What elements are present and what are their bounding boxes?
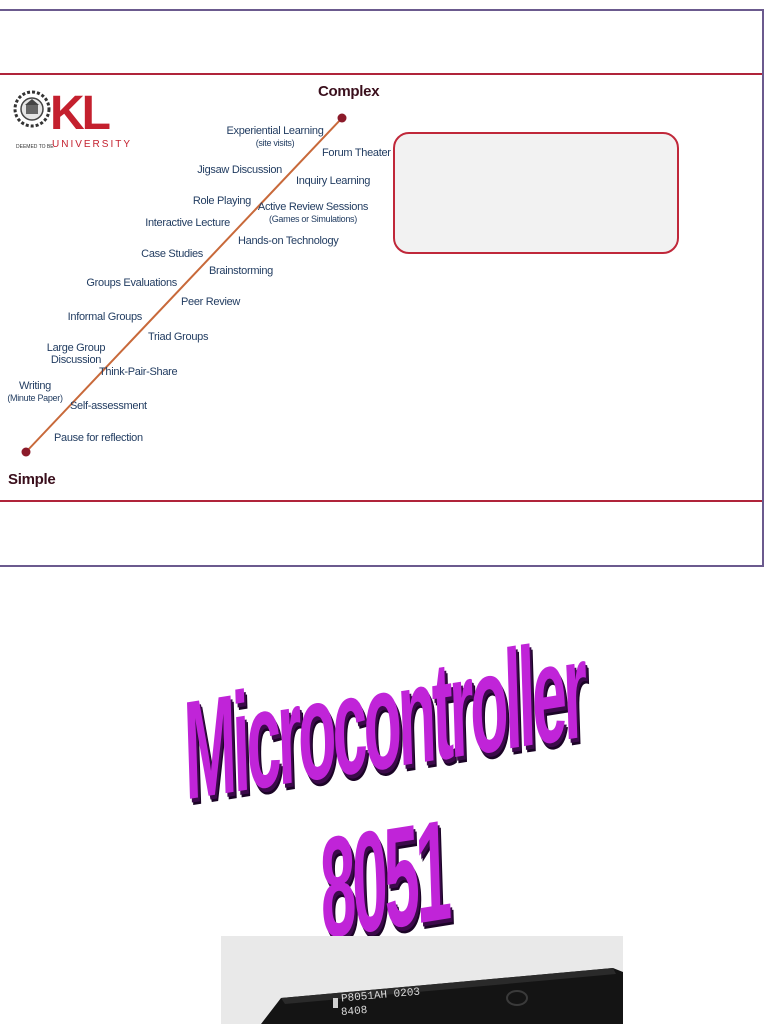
chip-marking-2: 8408 xyxy=(340,1004,368,1020)
item-experiential-learning: Experiential Learning (site visits) xyxy=(226,125,324,148)
seal-icon xyxy=(13,90,51,128)
chip-notch-icon xyxy=(506,990,528,1006)
item-case-studies: Case Studies xyxy=(141,248,203,260)
item-forum-theater: Forum Theater xyxy=(322,147,391,159)
item-role-playing: Role Playing xyxy=(192,195,251,207)
item-groups-evaluations: Groups Evaluations xyxy=(86,277,177,289)
item-brainstorming: Brainstorming xyxy=(209,265,273,277)
intel-logo-icon xyxy=(333,998,338,1008)
complexity-diagram xyxy=(21,113,347,457)
logo-letters: KL xyxy=(50,87,110,140)
chip-image xyxy=(261,968,623,1024)
complex-label: Complex xyxy=(318,83,380,100)
kl-university-logo: KL xyxy=(13,87,113,140)
chip-body xyxy=(261,968,623,1024)
simple-endpoint-dot xyxy=(21,447,31,457)
item-large-group-discussion: Large Group Discussion xyxy=(46,342,106,366)
logo-university: UNIVERSITY xyxy=(52,139,133,150)
item-peer-review: Peer Review xyxy=(181,296,241,308)
item-inquiry-learning: Inquiry Learning xyxy=(296,175,371,187)
complex-endpoint-dot xyxy=(337,113,347,123)
slide-bottom-rule xyxy=(0,500,762,502)
empty-callout-box xyxy=(393,132,679,254)
item-pause-for-reflection: Pause for reflection xyxy=(54,432,143,444)
complexity-line xyxy=(25,117,343,453)
item-informal-groups: Informal Groups xyxy=(67,311,143,323)
chip-top-edge xyxy=(281,968,616,1004)
slide-frame: KL DEEMED TO BE UNIVERSITY Complex Simpl… xyxy=(0,9,764,567)
item-interactive-lecture: Interactive Lecture xyxy=(145,217,230,229)
item-self-assessment: Self-assessment xyxy=(70,400,147,412)
slide-top-rule xyxy=(0,73,762,75)
item-think-pair-share: Think-Pair-Share xyxy=(99,366,178,378)
chip-photo: P8051AH 0203 8408 xyxy=(221,936,623,1024)
simple-label: Simple xyxy=(8,471,56,488)
item-active-review-sessions: Active Review Sessions (Games or Simulat… xyxy=(257,201,369,224)
item-writing-minute-paper: Writing (Minute Paper) xyxy=(7,380,63,403)
item-triad-groups: Triad Groups xyxy=(148,331,209,343)
logo-tagline: DEEMED TO BE xyxy=(16,144,54,150)
item-hands-on-technology: Hands-on Technology xyxy=(238,235,339,247)
item-jigsaw-discussion: Jigsaw Discussion xyxy=(197,164,282,176)
